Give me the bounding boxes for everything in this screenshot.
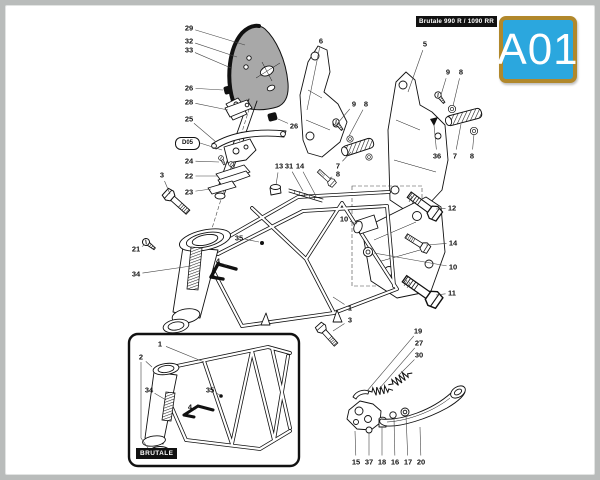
callout-25: 25 — [185, 115, 193, 124]
callout-34: 34 — [145, 386, 154, 395]
callout-26: 26 — [290, 122, 298, 131]
bolt-3-bottom — [314, 320, 341, 349]
callout-30: 30 — [415, 351, 423, 360]
callout-19: 19 — [414, 327, 422, 336]
ref-badge-d05: D05 — [175, 137, 200, 150]
footpegs — [331, 90, 483, 161]
callout-8: 8 — [459, 68, 463, 77]
callout-4: 4 — [188, 403, 193, 412]
callout-37: 37 — [365, 458, 373, 467]
callout-15: 15 — [352, 458, 360, 467]
inset-brand-label: BRUTALE — [136, 448, 178, 459]
callout-35: 35 — [235, 234, 243, 243]
callout-8: 8 — [364, 100, 368, 109]
callout-28: 28 — [185, 98, 193, 107]
bolt-8 — [315, 167, 338, 189]
plate-23 — [207, 180, 237, 195]
callout-18: 18 — [378, 458, 386, 467]
callout-16: 16 — [391, 458, 399, 467]
callout-33: 33 — [185, 46, 193, 55]
callout-12: 12 — [448, 204, 456, 213]
stand-bracket-15 — [346, 400, 382, 431]
callout-7: 7 — [336, 162, 340, 171]
callout-3: 3 — [348, 316, 352, 325]
callout-5: 5 — [423, 40, 427, 49]
steering-stem-34 — [186, 246, 203, 291]
grommet-26-left — [223, 85, 233, 95]
callout-1: 1 — [158, 340, 162, 349]
right-footrest-plate — [387, 71, 449, 211]
spring-30 — [386, 367, 414, 391]
callout-9: 9 — [446, 68, 450, 77]
steering-lock-d05 — [223, 138, 257, 164]
steering-column-parts — [199, 85, 287, 200]
callout-29: 29 — [185, 24, 193, 33]
callout-21: 21 — [132, 245, 140, 254]
callout-24: 24 — [185, 157, 194, 166]
shield-cover — [227, 23, 289, 111]
bolt-break-marks — [403, 195, 416, 289]
bracket-4 — [209, 261, 238, 281]
side-stand-assembly — [346, 367, 466, 434]
callout-3: 3 — [160, 171, 164, 180]
callout-2: 2 — [139, 353, 143, 362]
clip-19 — [352, 389, 370, 400]
callout-4: 4 — [216, 257, 221, 266]
grommet-26-right — [267, 112, 278, 122]
callout-23: 23 — [185, 188, 193, 197]
callout-31: 31 — [285, 162, 293, 171]
bolt-16 — [389, 411, 397, 419]
callout-35: 35 — [206, 386, 214, 395]
callout-32: 32 — [185, 37, 193, 46]
left-footrest-plate — [299, 45, 348, 158]
callout-20: 20 — [417, 458, 425, 467]
callout-34: 34 — [132, 270, 141, 279]
washer-37 — [365, 426, 373, 434]
inset-box — [127, 332, 301, 468]
inset-callout-layer: 1 2 34 35 4 — [139, 340, 221, 412]
pointer-36 — [430, 117, 438, 126]
callout-17: 17 — [404, 458, 412, 467]
callout-13: 13 — [275, 162, 283, 171]
screw-21 — [140, 236, 158, 253]
callout-10: 10 — [340, 215, 348, 224]
callout-7: 7 — [453, 152, 457, 161]
callout-27: 27 — [415, 339, 423, 348]
strap-25 — [211, 129, 287, 150]
fasteners — [140, 167, 445, 349]
callout-8: 8 — [336, 170, 340, 179]
callout-9: 9 — [352, 100, 356, 109]
callout-14: 14 — [296, 162, 305, 171]
callout-11: 11 — [448, 289, 456, 298]
page-code-box: A01 — [497, 16, 579, 83]
callout-6: 6 — [319, 37, 323, 46]
callout-8: 8 — [470, 152, 474, 161]
callout-1: 1 — [348, 304, 352, 313]
callout-22: 22 — [185, 172, 193, 181]
main-frame — [162, 190, 399, 334]
point-35 — [260, 241, 264, 245]
callout-36: 36 — [433, 152, 441, 161]
callout-10: 10 — [449, 263, 457, 272]
washer-10 — [362, 246, 374, 258]
model-badge: Brutale 990 R / 1090 RR — [416, 16, 497, 27]
steering-axis-centerline — [208, 102, 252, 239]
page-code: A01 — [497, 24, 579, 74]
callout-26: 26 — [185, 84, 193, 93]
callout-14: 14 — [449, 239, 458, 248]
